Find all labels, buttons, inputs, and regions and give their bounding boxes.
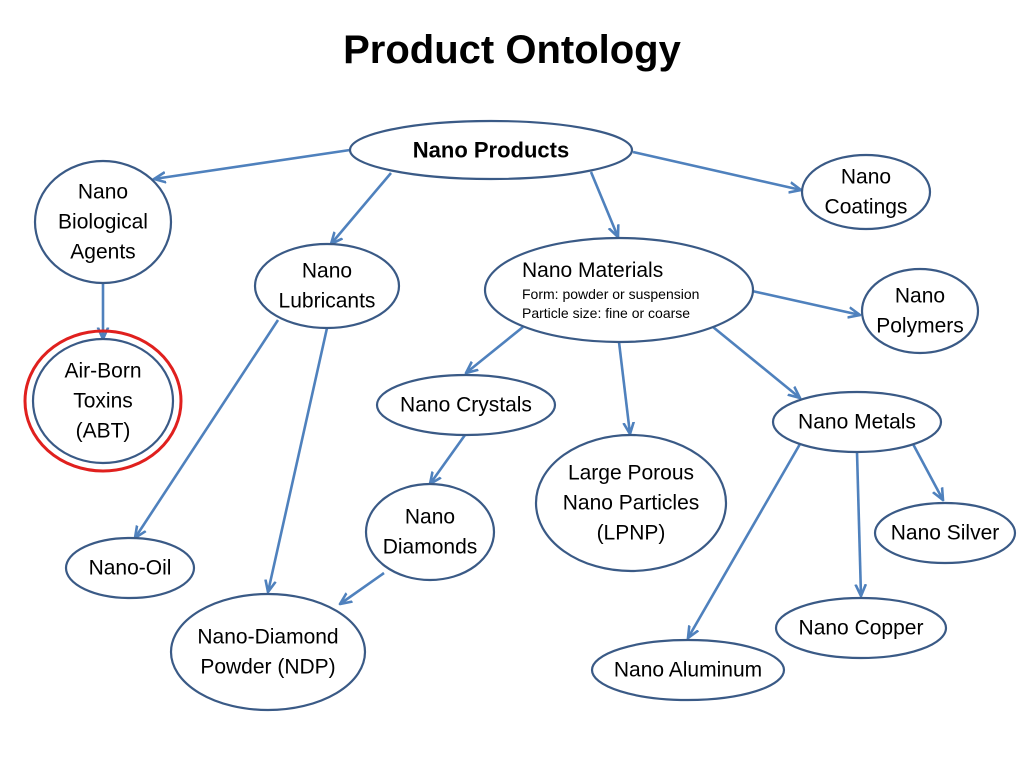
node-ellipse (169, 592, 367, 712)
edge-nano-metals-to-nano-aluminum (688, 443, 802, 638)
edge-nano-products-to-nano-coatings (632, 150, 801, 190)
node-ellipse (364, 482, 496, 582)
node-label: Nano Aluminum (614, 659, 762, 682)
node-ellipse (774, 596, 948, 660)
node-label: Nano Copper (799, 617, 924, 640)
node-ellipse (800, 153, 932, 231)
node-nano-silver: Nano Silver (873, 501, 1017, 565)
node-label: Coatings (825, 196, 908, 219)
node-ellipse (771, 390, 943, 454)
edge-nano-products-to-nano-bio (154, 148, 351, 179)
node-label: Biological (58, 211, 148, 234)
node-label: Nano (895, 285, 945, 308)
node-label: Agents (70, 241, 135, 264)
node-ellipse (31, 337, 175, 465)
page-title: Product Ontology (343, 28, 681, 72)
node-label: Nano Crystals (400, 394, 532, 417)
node-nano-crystals: Nano Crystals (375, 373, 557, 437)
node-label: Polymers (876, 315, 964, 338)
edge-nano-products-to-nano-lubricants (331, 172, 392, 244)
node-ellipse (534, 433, 728, 573)
node-label: Air-Born (64, 360, 141, 383)
node-label: Nano Materials (522, 259, 663, 282)
node-ellipse (483, 236, 755, 344)
node-ellipse (860, 267, 980, 355)
edge-nano-metals-to-nano-copper (857, 451, 861, 596)
node-detail: Form: powder or suspension (522, 286, 699, 302)
node-ellipse (33, 159, 173, 285)
node-nano-aluminum: Nano Aluminum (590, 638, 786, 702)
node-label: Toxins (73, 390, 133, 413)
node-ellipse (253, 242, 401, 330)
node-label: Diamonds (383, 536, 478, 559)
edges-layer (103, 148, 943, 638)
node-label: Lubricants (279, 290, 376, 313)
node-ellipse (873, 501, 1017, 565)
node-label: (LPNP) (597, 522, 666, 545)
edge-nano-materials-to-nano-metals (712, 325, 800, 398)
node-label: Nano (405, 506, 455, 529)
node-label: Nano Silver (891, 522, 1000, 545)
node-ellipse (375, 373, 557, 437)
edge-nano-lubricants-to-nano-oil (135, 319, 280, 538)
edge-nano-lubricants-to-ndp (268, 327, 329, 592)
highlight-ring (23, 329, 183, 473)
node-nano-products: Nano Products (348, 119, 634, 181)
edge-nano-materials-to-nano-polymers (751, 289, 860, 315)
node-label: Nano-Diamond (197, 626, 338, 649)
edge-nano-diamonds-to-ndp (340, 571, 385, 604)
node-label: Large Porous (568, 462, 694, 485)
nodes-layer: Nano ProductsNanoBiologicalAgentsNanoCoa… (23, 119, 1017, 712)
node-label: Nano (302, 260, 352, 283)
node-label: Nano (78, 181, 128, 204)
edge-nano-materials-to-lpnp (617, 341, 630, 434)
node-ellipse (348, 119, 634, 181)
node-ellipse (64, 536, 196, 600)
edge-nano-products-to-nano-materials (589, 171, 618, 237)
node-label: Nano Particles (563, 492, 700, 515)
node-label: Powder (NDP) (200, 656, 335, 679)
node-label: Nano Products (413, 138, 569, 163)
edge-nano-materials-to-nano-crystals (466, 325, 524, 373)
node-label: (ABT) (76, 420, 131, 443)
node-ellipse (590, 638, 786, 702)
node-label: Nano-Oil (89, 557, 172, 580)
node-nano-metals: Nano Metals (771, 390, 943, 454)
node-label: Nano Metals (798, 411, 916, 434)
edge-nano-crystals-to-nano-diamonds (430, 434, 467, 484)
edge-nano-metals-to-nano-silver (911, 443, 943, 500)
node-detail: Particle size: fine or coarse (522, 305, 690, 321)
node-label: Nano (841, 166, 891, 189)
node-nano-oil: Nano-Oil (64, 536, 196, 600)
node-nano-copper: Nano Copper (774, 596, 948, 660)
